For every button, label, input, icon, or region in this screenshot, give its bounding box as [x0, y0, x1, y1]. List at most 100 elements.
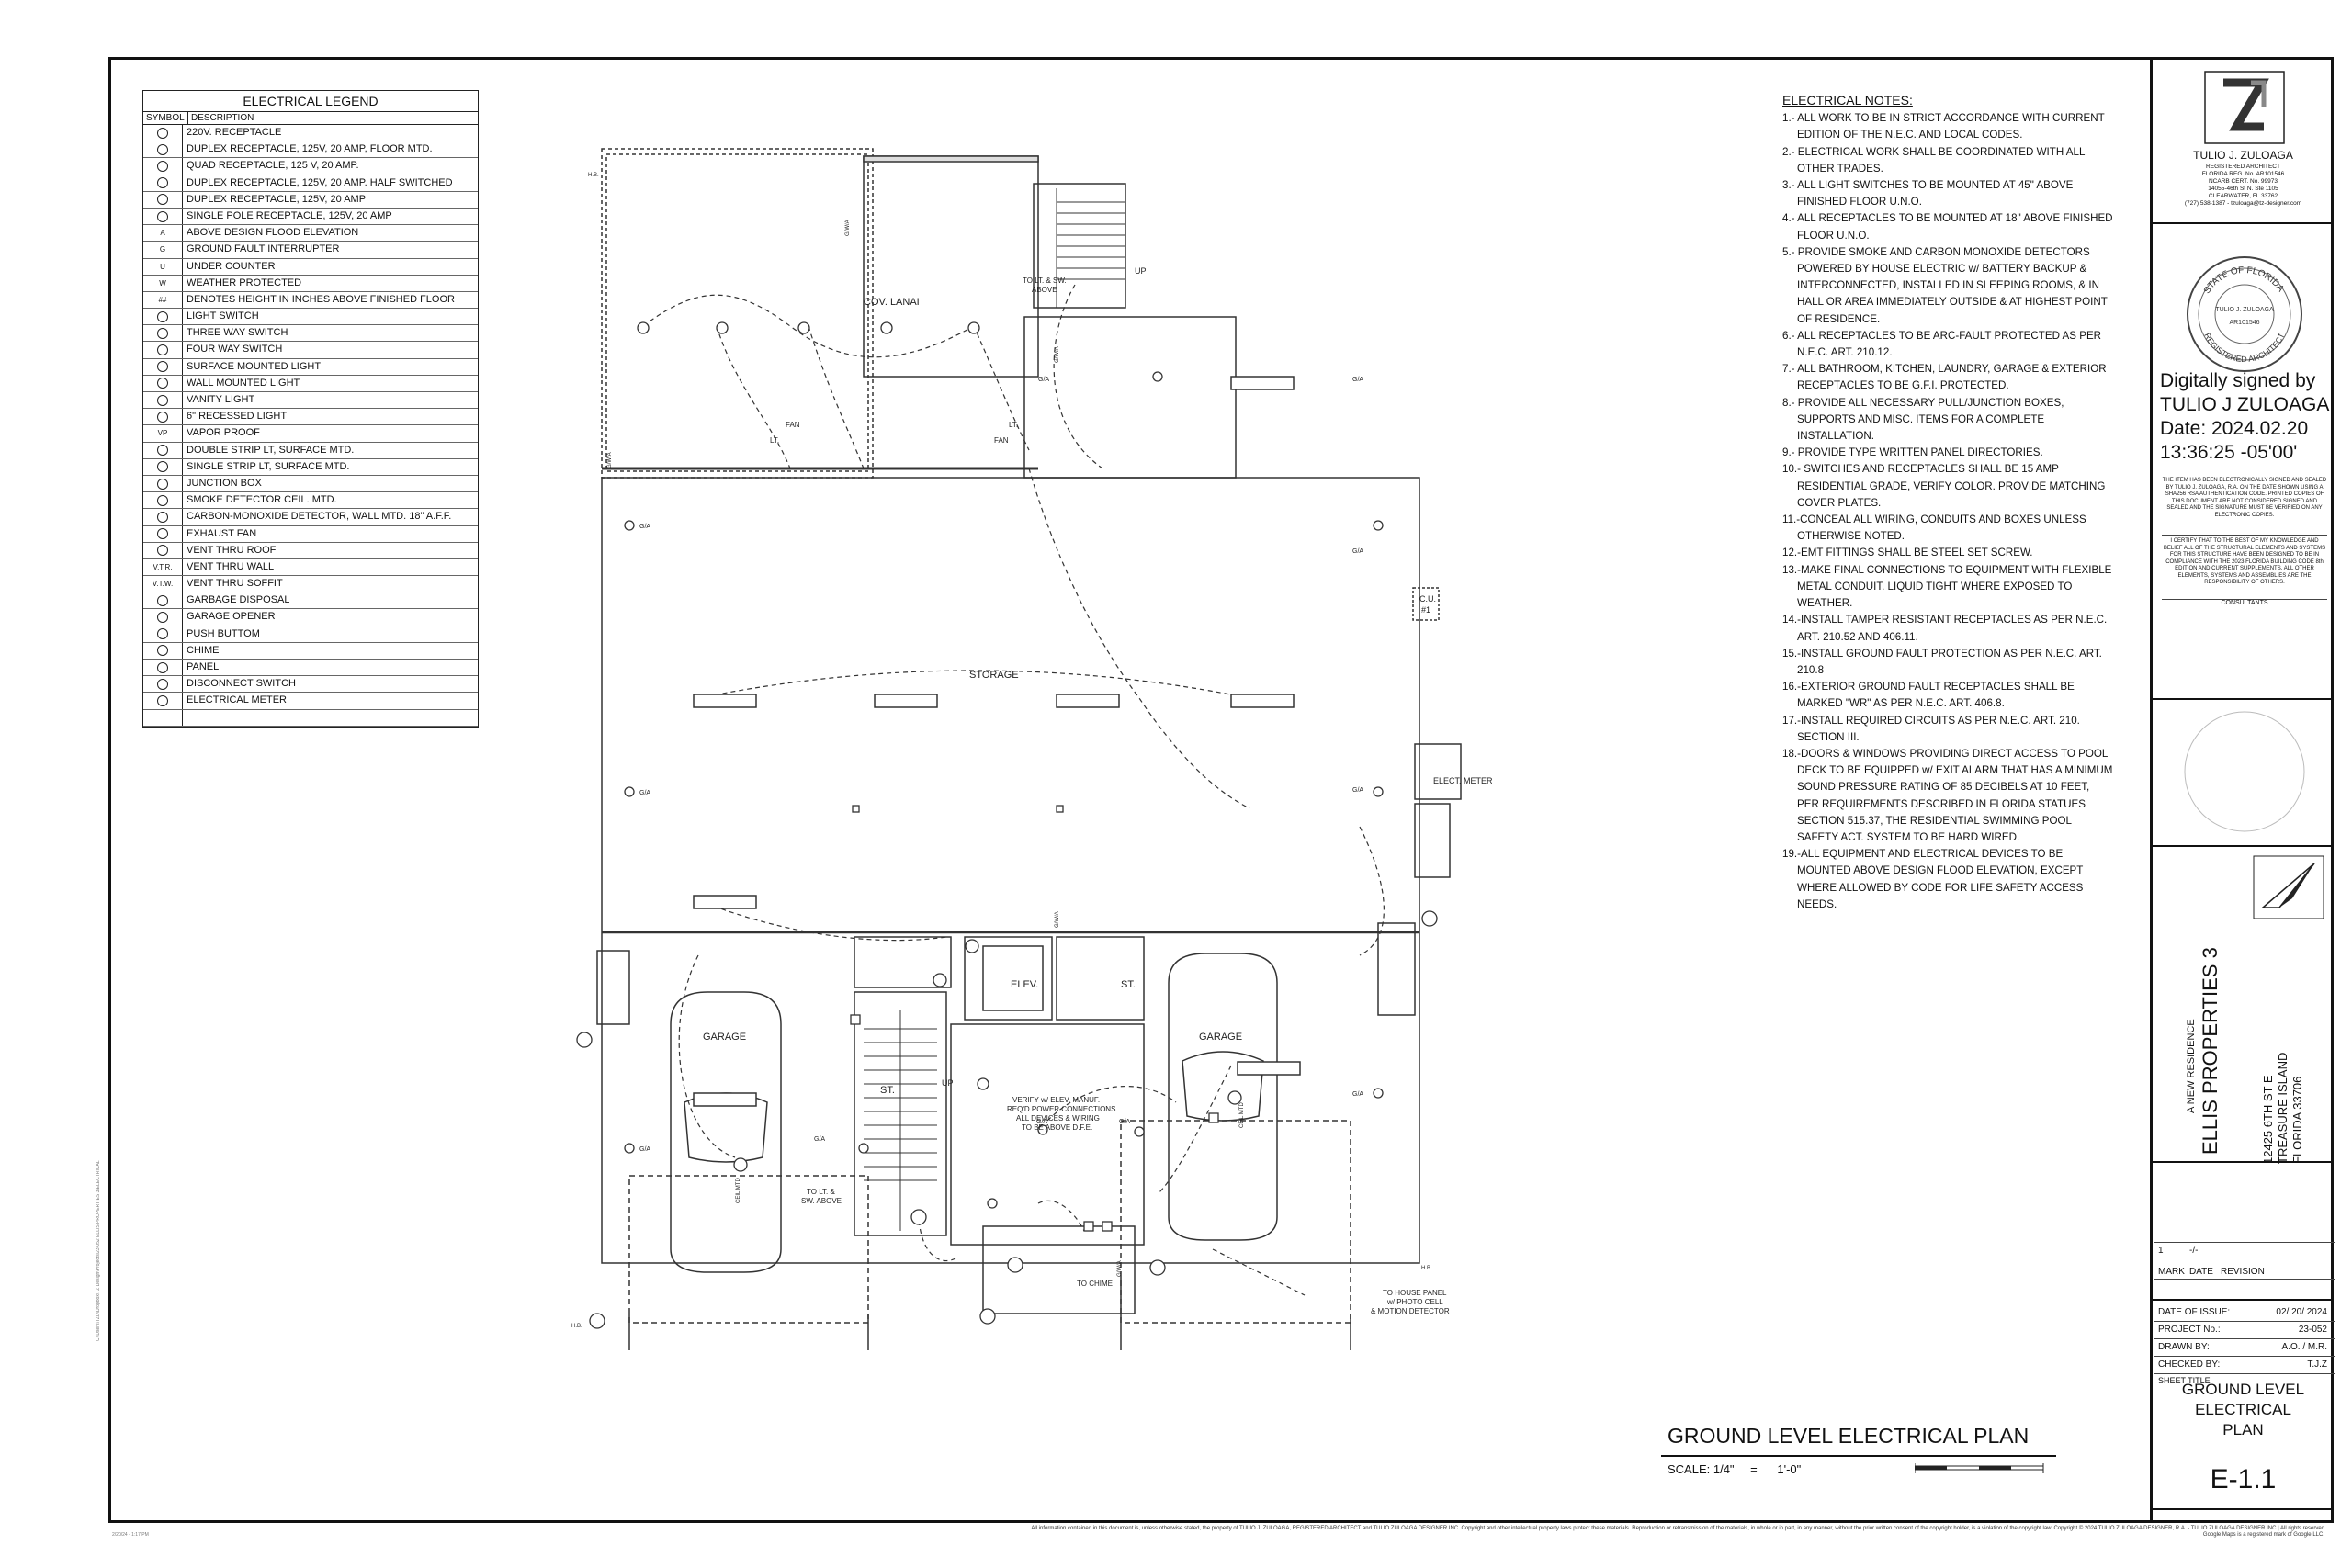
legend-row: FOUR WAY SWITCH — [143, 342, 478, 359]
legend-symbol — [143, 693, 183, 709]
label-hb-3: H.B. — [571, 1324, 582, 1329]
date-of-issue-label: DATE OF ISSUE: — [2158, 1307, 2231, 1317]
legend-symbol — [143, 660, 183, 676]
digital-signature: Digitally signed by TULIO J ZULOAGA Date… — [2160, 369, 2329, 465]
legend-description: DUPLEX RECEPTACLE, 125V, 20 AMP. HALF SW… — [187, 176, 453, 188]
note-item: 5.- PROVIDE SMOKE AND CARBON MONOXIDE DE… — [1782, 245, 2108, 325]
legend-row: DISCONNECT SWITCH — [143, 676, 478, 694]
rev-head-revision: REVISION — [2221, 1266, 2265, 1277]
legend-description: SURFACE MOUNTED LIGHT — [187, 360, 322, 372]
label-verify-2: REQ'D POWER CONNECTIONS. — [1007, 1105, 1118, 1113]
sheet-title-line-3: PLAN — [2222, 1421, 2264, 1438]
label-lt-left: LT. — [770, 436, 779, 445]
legend-symbol-icon — [157, 310, 168, 322]
label-ga-8: G/A — [814, 1136, 825, 1143]
legend-symbol: VP — [143, 425, 183, 442]
legend-row: VANITY LIGHT — [143, 392, 478, 410]
legend-description: WEATHER PROTECTED — [187, 276, 302, 288]
legend-symbol-icon — [157, 194, 168, 206]
legend-description: EXHAUST FAN — [187, 527, 257, 539]
label-elev: ELEV. — [1011, 979, 1038, 990]
note-item: 3.- ALL LIGHT SWITCHES TO BE MOUNTED AT … — [1782, 179, 2074, 209]
legend-symbol: V.T.R. — [143, 558, 183, 576]
rev-head-mark: MARK — [2158, 1266, 2185, 1277]
legend-symbol-icon — [157, 461, 168, 473]
label-ga-4: G/A — [1352, 548, 1363, 555]
legend-description — [183, 710, 187, 726]
lanai-outline — [601, 148, 874, 479]
sheet-title-line-1: GROUND LEVEL — [2181, 1381, 2305, 1398]
certify-note: I CERTIFY THAT TO THE BEST OF MY KNOWLED… — [2162, 535, 2327, 587]
legend-symbol-icon — [157, 177, 168, 189]
scale-label: SCALE: 1/4" — [1668, 1462, 1735, 1476]
seal-number: AR101546 — [2229, 320, 2259, 326]
label-gwa-1: G/W/A — [845, 220, 851, 236]
legend-symbol-icon — [157, 645, 168, 657]
condenser-unit — [1412, 587, 1440, 621]
legend-description: CARBON-MONOXIDE DETECTOR, WALL MTD. 18" … — [187, 511, 452, 523]
legend-description: CHIME — [187, 644, 220, 656]
plan-title: GROUND LEVEL ELECTRICAL PLAN — [1668, 1424, 2030, 1448]
legend-symbol: ## — [143, 291, 183, 309]
legend-description: THREE WAY SWITCH — [187, 327, 288, 339]
note-item: 19.-ALL EQUIPMENT AND ELECTRICAL DEVICES… — [1782, 848, 2084, 910]
rev-head-date: DATE — [2189, 1266, 2213, 1277]
project-type: A NEW RESIDENCE — [2186, 1019, 2197, 1113]
legend-symbol-icon — [157, 210, 168, 222]
scale-value: 1'-0" — [1777, 1462, 1802, 1476]
legend-symbol — [143, 309, 183, 325]
label-garage-right: GARAGE — [1199, 1032, 1242, 1043]
legend-description: DENOTES HEIGHT IN INCHES ABOVE FINISHED … — [187, 293, 455, 305]
legend-description: LIGHT SWITCH — [187, 310, 259, 322]
file-path-note: C:\Users\TZD\Dropbox\TZ Design\Projects\… — [96, 1160, 101, 1341]
legend-row: PUSH BUTTOM — [143, 626, 478, 643]
architect-detail-line: NCARB CERT. No. 99973 — [2208, 178, 2278, 185]
architect-detail-line: REGISTERED ARCHITECT — [2206, 164, 2280, 170]
legend-symbol-icon — [157, 344, 168, 356]
note-item: 13.-MAKE FINAL CONNECTIONS TO EQUIPMENT … — [1782, 563, 2112, 610]
label-ga-2: G/A — [1352, 377, 1363, 383]
legend-description: WALL MOUNTED LIGHT — [187, 377, 300, 389]
north-arrow — [2253, 855, 2324, 919]
legend-description: VENT THRU ROOF — [187, 544, 277, 556]
legend-row: GARAGE OPENER — [143, 609, 478, 626]
project-address-3: FLORIDA 33706 — [2290, 1076, 2304, 1164]
legend-symbol — [143, 125, 183, 141]
label-lt-right: LT. — [1009, 421, 1018, 429]
note-item: 18.-DOORS & WINDOWS PROVIDING DIRECT ACC… — [1782, 747, 2113, 843]
legend-description: DOUBLE STRIP LT, SURFACE MTD. — [187, 444, 355, 456]
project-address-2: TREASURE ISLAND — [2276, 1052, 2290, 1164]
legend-symbol-icon — [157, 394, 168, 406]
legend-description: PANEL — [187, 661, 220, 672]
sheet-title-label: SHEET TITLE — [2158, 1376, 2211, 1385]
note-item: 16.-EXTERIOR GROUND FAULT RECEPTACLES SH… — [1782, 681, 2075, 710]
legend-row: ## DENOTES HEIGHT IN INCHES ABOVE FINISHE… — [143, 291, 478, 310]
legend-symbol — [143, 342, 183, 358]
legend-symbol-icon — [157, 411, 168, 423]
drawn-by-label: DRAWN BY: — [2158, 1342, 2210, 1352]
legend-description: GARAGE OPENER — [187, 611, 276, 623]
legend-symbol-icon — [157, 694, 168, 706]
legend-symbol-icon — [157, 494, 168, 506]
legend-symbol — [143, 492, 183, 509]
label-house-panel-2: w/ PHOTO CELL — [1386, 1298, 1443, 1306]
legend-row: 220V. RECEPTACLE — [143, 125, 478, 142]
label-elect-meter: ELECT. METER — [1433, 776, 1493, 785]
architect-detail-line: CLEARWATER, FL 33762 — [2208, 193, 2278, 199]
legend-symbol — [143, 158, 183, 175]
legend-description: ABOVE DESIGN FLOOD ELEVATION — [187, 227, 359, 239]
legend-symbol — [143, 375, 183, 391]
drawn-by-value: A.O. / M.R. — [2281, 1342, 2327, 1352]
car-left — [670, 991, 782, 1273]
legend-symbol-icon — [157, 678, 168, 690]
electric-meter-box — [1414, 743, 1462, 800]
revision-mark: 1 — [2158, 1245, 2164, 1256]
legend-symbol — [143, 325, 183, 342]
note-item: 17.-INSTALL REQUIRED CIRCUITS AS PER N.E… — [1782, 714, 2080, 743]
legend-symbol — [143, 409, 183, 425]
legend-symbol: G — [143, 242, 183, 258]
legend-symbol-icon — [157, 545, 168, 557]
consultant-stamp-placeholder — [2184, 711, 2305, 832]
legend-description: QUAD RECEPTACLE, 125 V, 20 AMP. — [187, 160, 359, 172]
legend-symbol: A — [143, 225, 183, 242]
